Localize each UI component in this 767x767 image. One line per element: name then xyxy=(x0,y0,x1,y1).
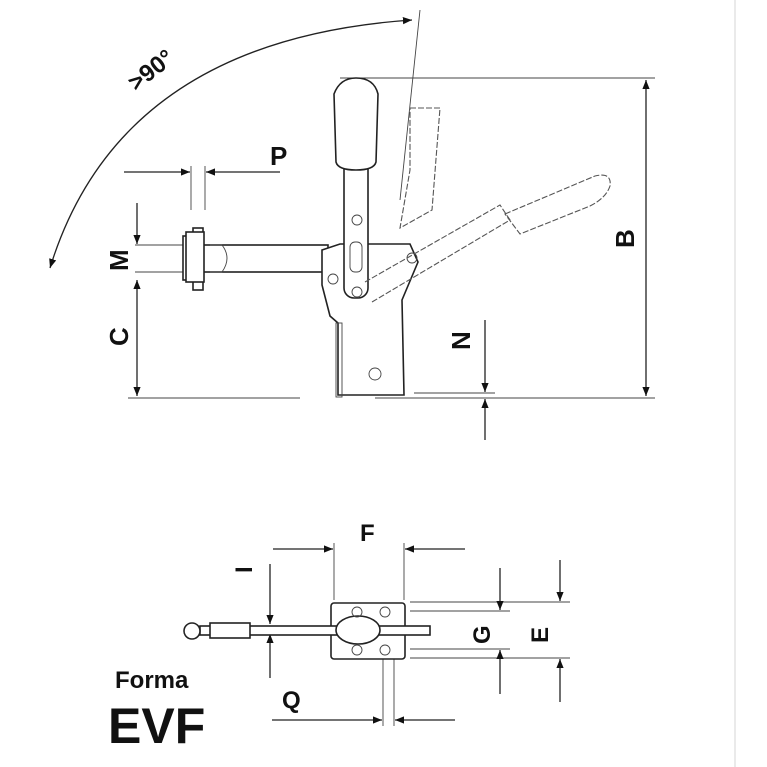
top-view: F I G E Q xyxy=(183,520,570,726)
dimension-m-label: M xyxy=(104,249,134,271)
dimension-f-label: F xyxy=(360,520,375,547)
lowered-lever-ghost xyxy=(364,204,511,303)
open-handle-ghost xyxy=(399,107,441,230)
lowered-handle-grip-ghost xyxy=(504,174,611,235)
dimension-b-label: B xyxy=(610,229,640,248)
pivot-top xyxy=(335,615,381,645)
spindle-top xyxy=(183,622,201,640)
caption-model: EVF xyxy=(108,698,205,754)
dimension-n-label: N xyxy=(446,331,476,350)
dimension-p-label: P xyxy=(270,141,287,171)
angle-reference-line xyxy=(399,9,421,201)
dimension-i-label: I xyxy=(231,566,258,573)
angle-arc xyxy=(49,16,413,269)
dimension-q-label: Q xyxy=(282,687,301,714)
handle-grip xyxy=(333,77,379,171)
rivet xyxy=(368,367,382,381)
dimension-e-label: E xyxy=(527,627,554,643)
dimension-c-label: C xyxy=(104,327,134,346)
side-view: >90° B C M P N xyxy=(49,9,655,440)
clamp-spindle xyxy=(185,231,205,283)
angle-label: >90° xyxy=(123,44,179,96)
dimension-g-label: G xyxy=(469,625,496,644)
clamp-arm xyxy=(199,244,329,273)
caption-prefix: Forma xyxy=(115,667,189,694)
